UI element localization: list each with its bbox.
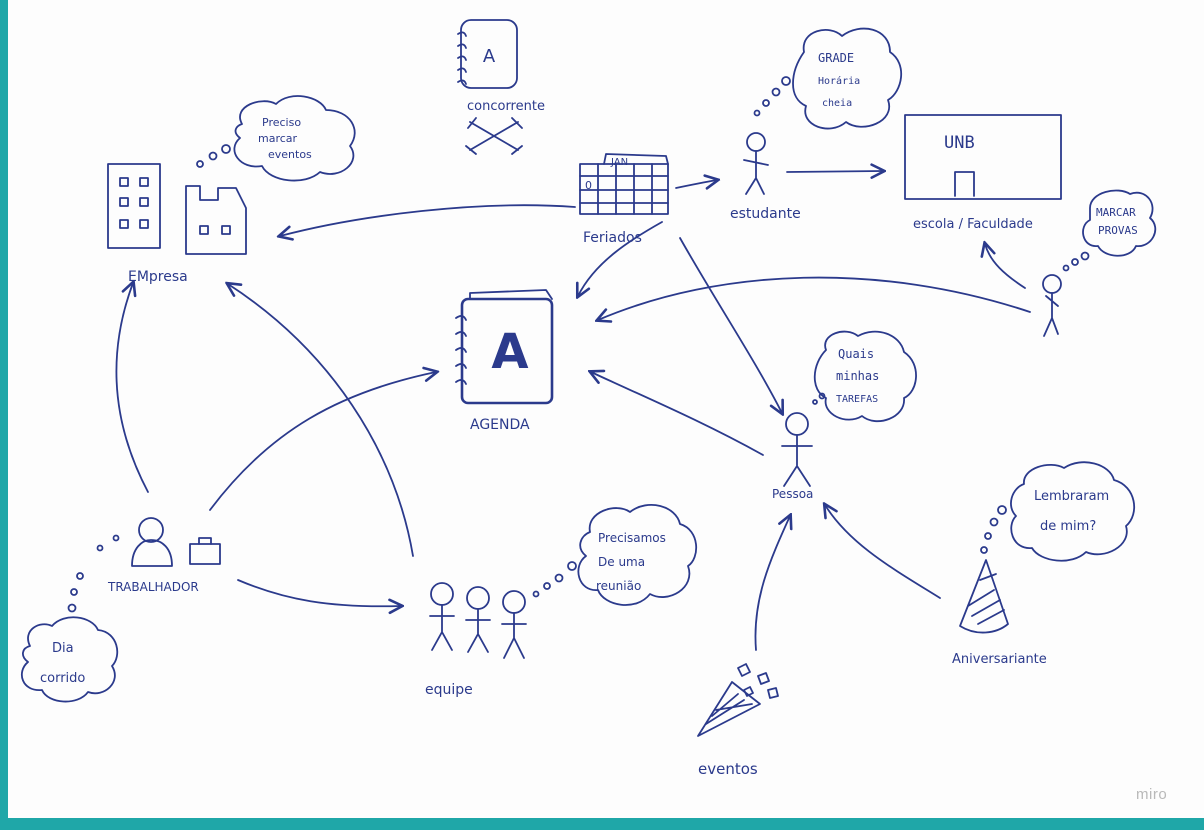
calendar-cell: 0 [585, 179, 592, 192]
connections [115, 171, 1031, 651]
team-node: equipe Precisamos De uma reunião [425, 503, 697, 698]
miro-watermark: miro [1136, 786, 1168, 803]
arrow-student2-to-agenda [598, 276, 1031, 320]
events-node: eventos [697, 663, 779, 778]
competitor-label: concorrente [467, 99, 545, 114]
birthday-label: Aniversariante [952, 652, 1047, 667]
notebook-icon [457, 19, 518, 89]
worker-node: TRABALHADOR Dia corrido [20, 517, 221, 703]
person-icon [131, 517, 173, 567]
competitor-node: A concorrente [457, 19, 545, 155]
stick-figure-icon [1042, 274, 1062, 337]
company-label: EMpresa [128, 269, 188, 285]
company-node: EMpresa Preciso marcar eventos [107, 95, 356, 285]
agenda-letter: A [491, 324, 528, 380]
building-icon [107, 163, 161, 249]
birthday-thought: Lembraram de mim? [1034, 489, 1113, 534]
school-label: escola / Faculdade [913, 217, 1033, 232]
arrow-student2-to-school [985, 244, 1026, 289]
birthday-node: Aniversariante Lembraram de mim? [952, 461, 1135, 667]
company-thought: Preciso marcar eventos [258, 116, 312, 161]
holidays-node: JAN 0 Feriados [579, 153, 669, 246]
arrow-person-to-agenda [591, 372, 764, 456]
school-building [904, 114, 1062, 200]
thought-cloud [792, 27, 903, 130]
student-label: estudante [730, 206, 801, 222]
thought-cloud [20, 616, 119, 703]
thought-cloud [813, 330, 917, 423]
paper-sheet [8, 0, 1204, 818]
door-icon [954, 171, 975, 197]
stick-figure-icon [781, 412, 813, 487]
thought-cloud [1082, 189, 1157, 257]
thought-cloud [1010, 461, 1135, 562]
school-unb-label: UNB [944, 133, 975, 153]
bottom-border [0, 818, 1204, 830]
person-label: Pessoa [772, 487, 813, 501]
arrow-holidays-to-company [280, 204, 576, 236]
thought-dots [532, 561, 577, 598]
student-thought: GRADE Horária cheia [818, 51, 867, 109]
exam-thought: MARCAR PROVAS [1096, 206, 1142, 237]
team-thought: Precisamos De uma reunião [596, 531, 670, 593]
calendar-icon [579, 153, 669, 215]
thought-dots [1062, 251, 1090, 272]
thought-dots [753, 76, 791, 117]
party-popper-icon [697, 663, 779, 737]
thought-dots [812, 392, 826, 405]
left-border [0, 0, 8, 830]
thought-cloud [577, 503, 697, 606]
school-node: UNB escola / Faculdade [904, 114, 1062, 232]
thought-cloud [233, 95, 356, 182]
notebook-icon [455, 289, 554, 405]
agenda-label: AGENDA [470, 417, 530, 433]
worker-thought: Dia corrido [40, 641, 85, 686]
arrow-events-to-person [754, 516, 790, 651]
briefcase-icon [189, 537, 221, 565]
arrow-birthday-to-person [825, 505, 941, 599]
person-node: Pessoa Quais minhas TAREFAS [772, 330, 917, 501]
crossed-swords-icon [465, 117, 523, 155]
exam-student-node: MARCAR PROVAS [1042, 189, 1157, 337]
arrow-holidays-to-agenda [578, 221, 663, 296]
events-label: eventos [698, 760, 758, 778]
arrow-holidays-to-student [675, 180, 717, 188]
holidays-label: Feriados [583, 230, 642, 246]
factory-icon [185, 185, 247, 255]
competitor-letter: A [483, 46, 496, 67]
agenda-node: A AGENDA [455, 289, 554, 433]
arrow-team-to-company [228, 284, 414, 557]
thought-dots [196, 144, 231, 168]
arrow-holidays-to-person [679, 237, 782, 413]
thought-dots [67, 534, 120, 613]
person-thought: Quais minhas TAREFAS [836, 347, 887, 405]
group-icon [429, 582, 527, 659]
team-label: equipe [425, 682, 473, 698]
student-node: estudante GRADE Horária cheia [730, 27, 903, 222]
worker-label: TRABALHADOR [107, 580, 199, 594]
calendar-month: JAN [610, 157, 628, 168]
arrow-worker-to-company [115, 283, 149, 493]
arrow-student-to-school [786, 171, 883, 172]
stick-figure-icon [743, 132, 769, 195]
arrow-worker-to-team [237, 579, 401, 606]
party-hat-icon [959, 559, 1009, 634]
arrow-worker-to-agenda [209, 372, 436, 511]
thought-dots [980, 505, 1007, 554]
